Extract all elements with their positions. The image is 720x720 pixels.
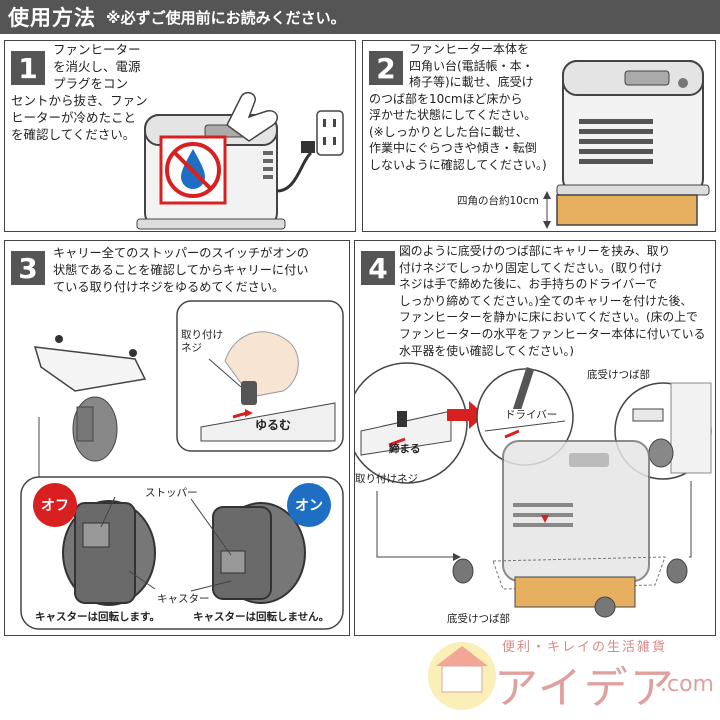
step-number: 1	[11, 51, 45, 85]
step-4-panel: 4 図のように底受けのつば部にキャリーを挟み、取り 付けネジでしっかり固定してく…	[354, 240, 716, 636]
stand-label: 四角の台約10cm	[457, 195, 539, 207]
step-3-panel: 3 キャリー全てのストッパーのスイッチがオンの 状態であることを確認してからキャ…	[4, 240, 350, 636]
step-1-text: ファンヒーター を消火し、電源 プラグをコン セントから抜き、ファン ヒーターが…	[11, 42, 148, 142]
step-number: 4	[361, 251, 395, 285]
step-1-illustration	[136, 91, 344, 230]
loosen-label: ゆるむ	[255, 418, 292, 432]
stopper-label: ストッパー	[145, 487, 198, 499]
step-number: 2	[369, 51, 403, 85]
page-title: 使用方法	[8, 6, 96, 30]
step-4-text: 図のように底受けのつば部にキャリーを挟み、取り 付けネジでしっかり固定してくださ…	[399, 244, 706, 358]
step-3-illustration	[20, 300, 344, 630]
driver-label: ドライバー	[505, 409, 558, 422]
step-4-illustration	[355, 362, 712, 618]
off-caption: キャスターは回転します。	[35, 611, 160, 623]
flange-label-top: 底受けつば部	[587, 369, 650, 381]
logo-tagline: 便利・キレイの生活雑貨	[502, 640, 668, 655]
flange-label-bottom: 底受けつば部	[447, 613, 510, 625]
page-header: 使用方法 ※必ずご使用前にお読みください。	[0, 0, 720, 34]
tighten-label: 締まる	[389, 443, 421, 455]
step-3-text: キャリー全てのストッパーのスイッチがオンの 状態であることを確認してからキャリー…	[53, 246, 309, 294]
step-2-text: ファンヒーター本体を 四角い台(電話帳・本・ 椅子等)に載せ、底受け のつば部を…	[369, 42, 547, 172]
page-subtitle: ※必ずご使用前にお読みください。	[106, 8, 346, 27]
on-caption: キャスターは回転しません。	[193, 611, 330, 623]
step-1-panel: 1 ファンヒーター を消火し、電源 プラグをコン セントから抜き、ファン ヒータ…	[4, 40, 356, 232]
logo-name: アイデア	[494, 663, 676, 714]
screw-label: 取り付け ネジ	[181, 329, 223, 354]
step-number: 3	[11, 251, 45, 285]
on-badge: オン	[287, 483, 331, 527]
step-2-panel: 2 ファンヒーター本体を 四角い台(電話帳・本・ 椅子等)に載せ、底受け のつば…	[362, 40, 716, 232]
logo-domain: .com	[660, 672, 714, 697]
caster-label: キャスター	[157, 593, 210, 605]
step-2-illustration	[543, 60, 710, 229]
screw-label: 取り付けネジ	[355, 473, 418, 485]
off-badge: オフ	[33, 483, 77, 527]
